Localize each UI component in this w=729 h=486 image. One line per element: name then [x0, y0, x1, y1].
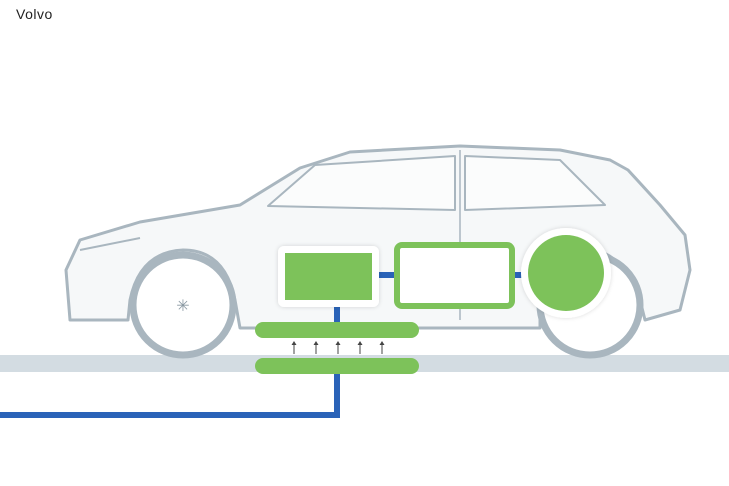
- up-arrow-icon: [379, 341, 385, 354]
- svg-text:✳: ✳: [176, 298, 189, 315]
- control-unit: [285, 253, 372, 300]
- battery: [394, 242, 515, 309]
- energy-transfer-arrows: [291, 341, 385, 354]
- ground-coil: [255, 358, 419, 374]
- up-arrow-icon: [335, 341, 341, 354]
- up-arrow-icon: [291, 341, 297, 354]
- front-wheel: ✳: [129, 251, 237, 359]
- brand-label: Volvo: [16, 6, 53, 22]
- up-arrow-icon: [357, 341, 363, 354]
- vehicle-coil: [255, 322, 419, 338]
- up-arrow-icon: [313, 341, 319, 354]
- motor: [528, 235, 604, 311]
